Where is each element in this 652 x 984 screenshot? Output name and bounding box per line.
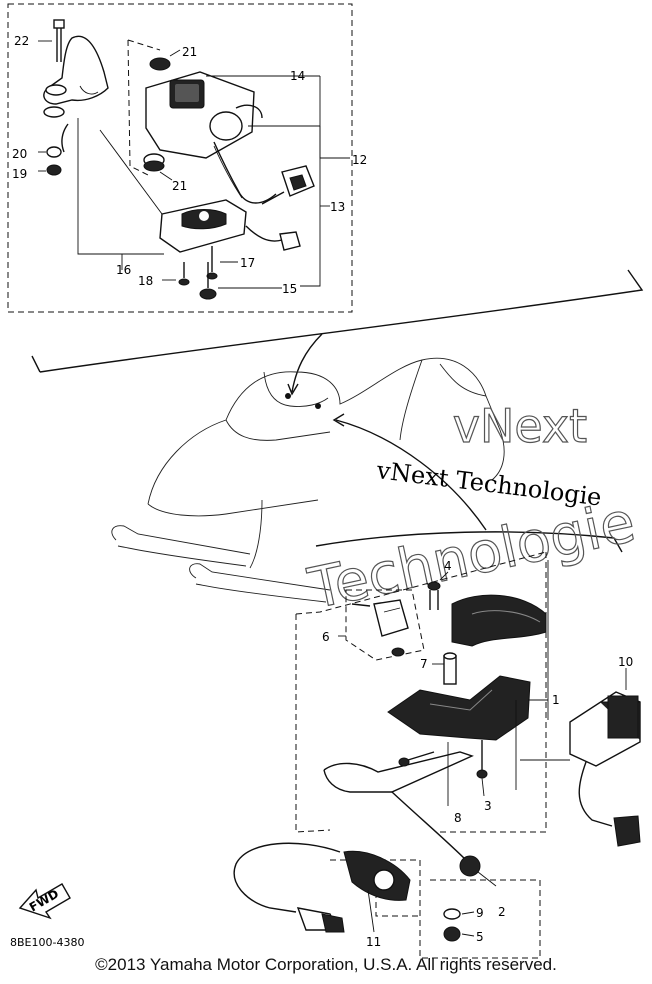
brake-lever	[323, 751, 497, 887]
callout-5: 5	[476, 930, 484, 944]
callout-16: 16	[116, 263, 131, 277]
bracket	[43, 35, 109, 153]
callout-11: 11	[366, 935, 381, 949]
callout-bracket-bottom	[315, 531, 623, 553]
callout-8: 8	[454, 811, 462, 825]
switch-6	[351, 599, 409, 657]
bolt-22	[38, 19, 65, 62]
callout-12: 12	[352, 153, 367, 167]
callout-3: 3	[484, 799, 492, 813]
callout-17: 17	[240, 256, 255, 270]
switch-connector	[261, 165, 315, 205]
callout-22: 22	[14, 34, 29, 48]
lever-cover	[451, 594, 547, 647]
snowmobile-outline	[111, 357, 505, 603]
nut-19	[46, 164, 62, 176]
nut-21-top	[149, 49, 181, 71]
callout-6: 6	[322, 630, 330, 644]
callout-20: 20	[12, 147, 27, 161]
washer-20	[46, 146, 62, 158]
callout-bracket-top	[39, 269, 644, 373]
arrow-top	[291, 333, 323, 393]
switch-unit-10	[520, 668, 641, 847]
lower-switch-housing	[159, 199, 301, 253]
inset-lever-assembly	[233, 551, 641, 959]
switch-cable-11	[233, 842, 411, 933]
callout-14: 14	[290, 69, 305, 83]
bolt-4	[427, 571, 449, 610]
throttle-housing	[145, 71, 320, 204]
bolt-15	[199, 262, 282, 300]
screw-17	[206, 246, 238, 280]
callout-9: 9	[476, 906, 484, 920]
diagram-code: 8BE100-4380	[10, 936, 84, 949]
lever-bracket-1	[387, 675, 548, 741]
nut-21-bottom	[143, 153, 173, 181]
bolt-3	[476, 740, 488, 797]
screw-18	[162, 262, 190, 286]
copyright-notice: ©2013 Yamaha Motor Corporation, U.S.A. A…	[95, 955, 557, 974]
callout-13: 13	[330, 200, 345, 214]
callout-21-top: 21	[182, 45, 197, 59]
callout-1: 1	[552, 693, 560, 707]
callout-7: 7	[420, 657, 428, 671]
inset-border	[7, 3, 353, 313]
spacer-7	[432, 652, 457, 685]
callout-numbers: 22 21 14 12 20 19 21 13 16 17 18 15 4 6 …	[10, 34, 633, 949]
watermark-text: vNext Technologie	[374, 456, 603, 511]
nut-5	[443, 926, 461, 942]
watermark-logo-line1: vNext	[453, 399, 587, 453]
callout-15: 15	[282, 282, 297, 296]
callout-10: 10	[618, 655, 633, 669]
arrow-bottom	[335, 419, 487, 531]
fwd-arrow-icon: FWD	[18, 883, 71, 920]
callout-18: 18	[138, 274, 153, 288]
screw-8	[398, 742, 449, 806]
callout-19: 19	[12, 167, 27, 181]
inset-housing-assembly	[7, 3, 353, 313]
washer-9	[443, 908, 461, 920]
callout-21-bottom: 21	[172, 179, 187, 193]
callout-2: 2	[498, 905, 506, 919]
callout-4: 4	[444, 559, 452, 573]
